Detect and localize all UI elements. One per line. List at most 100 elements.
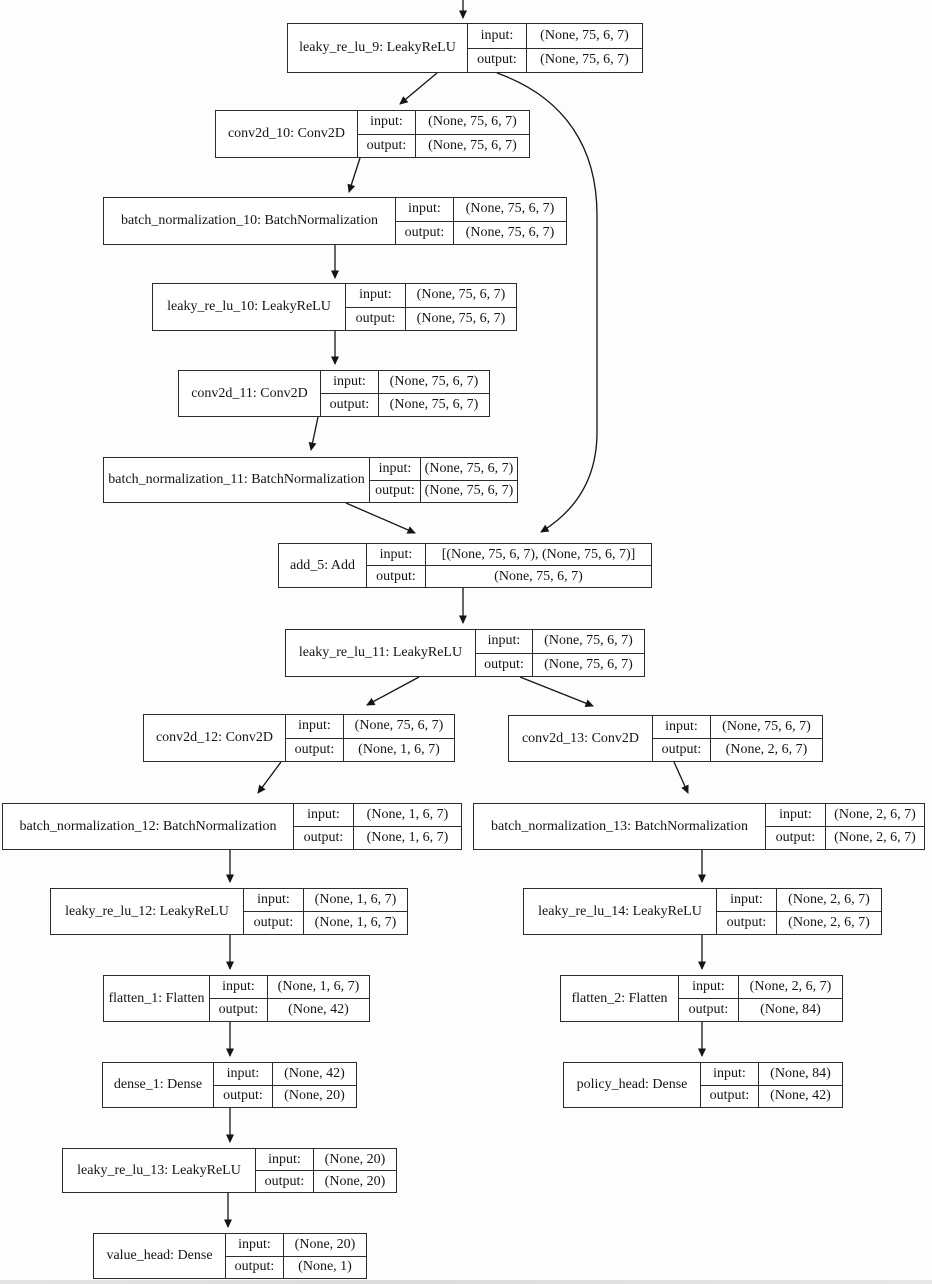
- input-label: input:: [679, 976, 739, 998]
- input-shape-value: [(None, 75, 6, 7), (None, 75, 6, 7)]: [441, 546, 636, 562]
- output-shape-value: (None, 75, 6, 7): [540, 52, 629, 68]
- input-shape-value: (None, 2, 6, 7): [788, 892, 870, 907]
- layer-node-batch_normalization_10: batch_normalization_10: BatchNormalizati…: [103, 197, 567, 245]
- output-shape-value: (None, 75, 6, 7): [389, 397, 479, 412]
- output-label: output:: [468, 48, 527, 72]
- io-shape-table: input: (None, 2, 6, 7) output:(None, 84): [679, 976, 842, 1021]
- input-shape-value: (None, 75, 6, 7): [540, 27, 629, 43]
- edge-conv2d_12-to-batch_normalization_12: [257, 761, 282, 794]
- input-row: input:(None, 75, 6, 7): [346, 284, 516, 308]
- output-shape-value: (None, 75, 6, 7): [428, 137, 517, 153]
- output-row: output: (None, 75, 6, 7): [367, 566, 651, 587]
- output-shape-value: (None, 2, 6, 7): [788, 915, 870, 930]
- input-row: input:(None, 75, 6, 7): [321, 371, 489, 394]
- output-row: output:(None, 75, 6, 7): [396, 221, 566, 244]
- edge-conv2d_10-to-batch_normalization_10: [347, 157, 361, 193]
- io-shape-table: input:(None, 20)output:(None, 20): [256, 1149, 396, 1192]
- io-shape-table: input:(None, 75, 6, 7)output: (None, 75, …: [346, 284, 516, 330]
- edge-leaky_re_lu_9-to-conv2d_10: [399, 72, 438, 105]
- input-row: input:(None, 42): [214, 1063, 356, 1086]
- layer-name-label: dense_1: Dense: [103, 1063, 214, 1107]
- output-shape-value: (None, 42): [770, 1088, 831, 1104]
- io-shape-table: input: (None, 75, 6, 7) output: (None, 1, 6…: [286, 715, 454, 761]
- output-label: output:: [256, 1171, 314, 1192]
- output-row: output:(None, 1): [226, 1256, 366, 1278]
- layer-name-label: leaky_re_lu_11: LeakyReLU: [286, 630, 476, 676]
- input-row: input: (None, 84): [701, 1063, 842, 1086]
- input-label: input:: [701, 1063, 759, 1085]
- input-label: input:: [210, 976, 268, 998]
- input-row: input: (None, 2, 6, 7): [766, 804, 924, 827]
- output-shape-value: (None, 1, 6, 7): [314, 915, 397, 930]
- io-shape-table: input:(None, 75, 6, 7)output:(None, 75, …: [321, 371, 489, 416]
- layer-name-label: conv2d_12: Conv2D: [144, 715, 286, 761]
- input-label: input:: [717, 889, 777, 911]
- output-row: output:(None, 2, 6, 7): [766, 827, 924, 849]
- output-label: output:: [766, 827, 826, 849]
- io-shape-table: input:(None, 75, 6, 7)output:(None, 75, …: [476, 630, 644, 676]
- layer-name-label: leaky_re_lu_13: LeakyReLU: [63, 1149, 256, 1192]
- input-label: input:: [286, 715, 344, 738]
- input-label: input:: [653, 716, 711, 738]
- output-row: output: (None, 1, 6, 7): [244, 912, 407, 934]
- output-shape-value: (None, 84): [760, 1002, 821, 1017]
- output-label: output:: [367, 566, 426, 587]
- output-label: output:: [286, 738, 344, 761]
- output-row: output:(None, 84): [679, 999, 842, 1021]
- layer-name-label: conv2d_13: Conv2D: [509, 716, 653, 761]
- output-label: output:: [244, 912, 304, 934]
- io-shape-table: input:(None, 84)output:(None, 42): [701, 1063, 842, 1107]
- input-label: input:: [396, 198, 454, 221]
- input-row: input:(None, 75, 6, 7): [370, 458, 517, 481]
- layer-name-label: add_5: Add: [279, 544, 367, 587]
- input-row: input:(None, 1, 6, 7): [294, 804, 461, 827]
- input-label: input:: [321, 371, 379, 393]
- input-shape-value: (None, 1, 6, 7): [277, 979, 360, 994]
- layer-name-label: flatten_2: Flatten: [561, 976, 679, 1021]
- output-row: output:(None, 1, 6, 7): [294, 827, 461, 849]
- output-label: output:: [653, 739, 711, 761]
- input-row: input: (None, 1, 6, 7): [210, 976, 369, 999]
- input-row: input:(None, 75, 6, 7): [396, 198, 566, 222]
- output-row: output:(None, 20): [256, 1171, 396, 1192]
- input-row: input:[(None, 75, 6, 7), (None, 75, 6, 7…: [367, 544, 651, 566]
- layer-name-label: batch_normalization_10: BatchNormalizati…: [104, 198, 396, 244]
- input-label: input:: [766, 804, 826, 826]
- input-shape-value: (None, 2, 6, 7): [749, 979, 832, 994]
- output-label: output:: [717, 912, 777, 934]
- input-row: input: (None, 2, 6, 7): [679, 976, 842, 999]
- input-label: input:: [370, 458, 421, 480]
- input-row: input:(None, 20): [256, 1149, 396, 1171]
- input-label: input:: [468, 24, 527, 48]
- input-shape-value: (None, 75, 6, 7): [424, 460, 514, 476]
- io-shape-table: input: (None, 2, 6, 7) output:(None, 2, 6,…: [766, 804, 924, 849]
- io-shape-table: input:(None, 75, 6, 7)output:(None, 75, …: [370, 458, 517, 502]
- layer-name-label: batch_normalization_13: BatchNormalizati…: [474, 804, 766, 849]
- input-shape-value: (None, 2, 6, 7): [834, 807, 916, 822]
- io-shape-table: input:(None, 1, 6, 7)output:(None, 1, 6,…: [294, 804, 461, 849]
- output-row: output:(None, 42): [210, 999, 369, 1021]
- edge-leaky_re_lu_9-to-add_5: [496, 72, 598, 533]
- input-shape-value: (None, 75, 6, 7): [416, 287, 506, 303]
- output-shape-value: (None, 1, 6, 7): [358, 741, 440, 757]
- output-label: output:: [396, 221, 454, 244]
- input-shape-value: (None, 75, 6, 7): [354, 718, 444, 734]
- output-label: output:: [346, 307, 406, 330]
- output-shape-value: (None, 75, 6, 7): [494, 568, 583, 584]
- input-shape-value: (None, 84): [770, 1065, 831, 1081]
- output-shape-value: (None, 42): [288, 1002, 349, 1017]
- layer-name-label: batch_normalization_12: BatchNormalizati…: [3, 804, 294, 849]
- input-label: input:: [358, 111, 416, 134]
- input-row: input: (None, 75, 6, 7): [468, 24, 642, 49]
- input-shape-value: (None, 42): [284, 1065, 345, 1081]
